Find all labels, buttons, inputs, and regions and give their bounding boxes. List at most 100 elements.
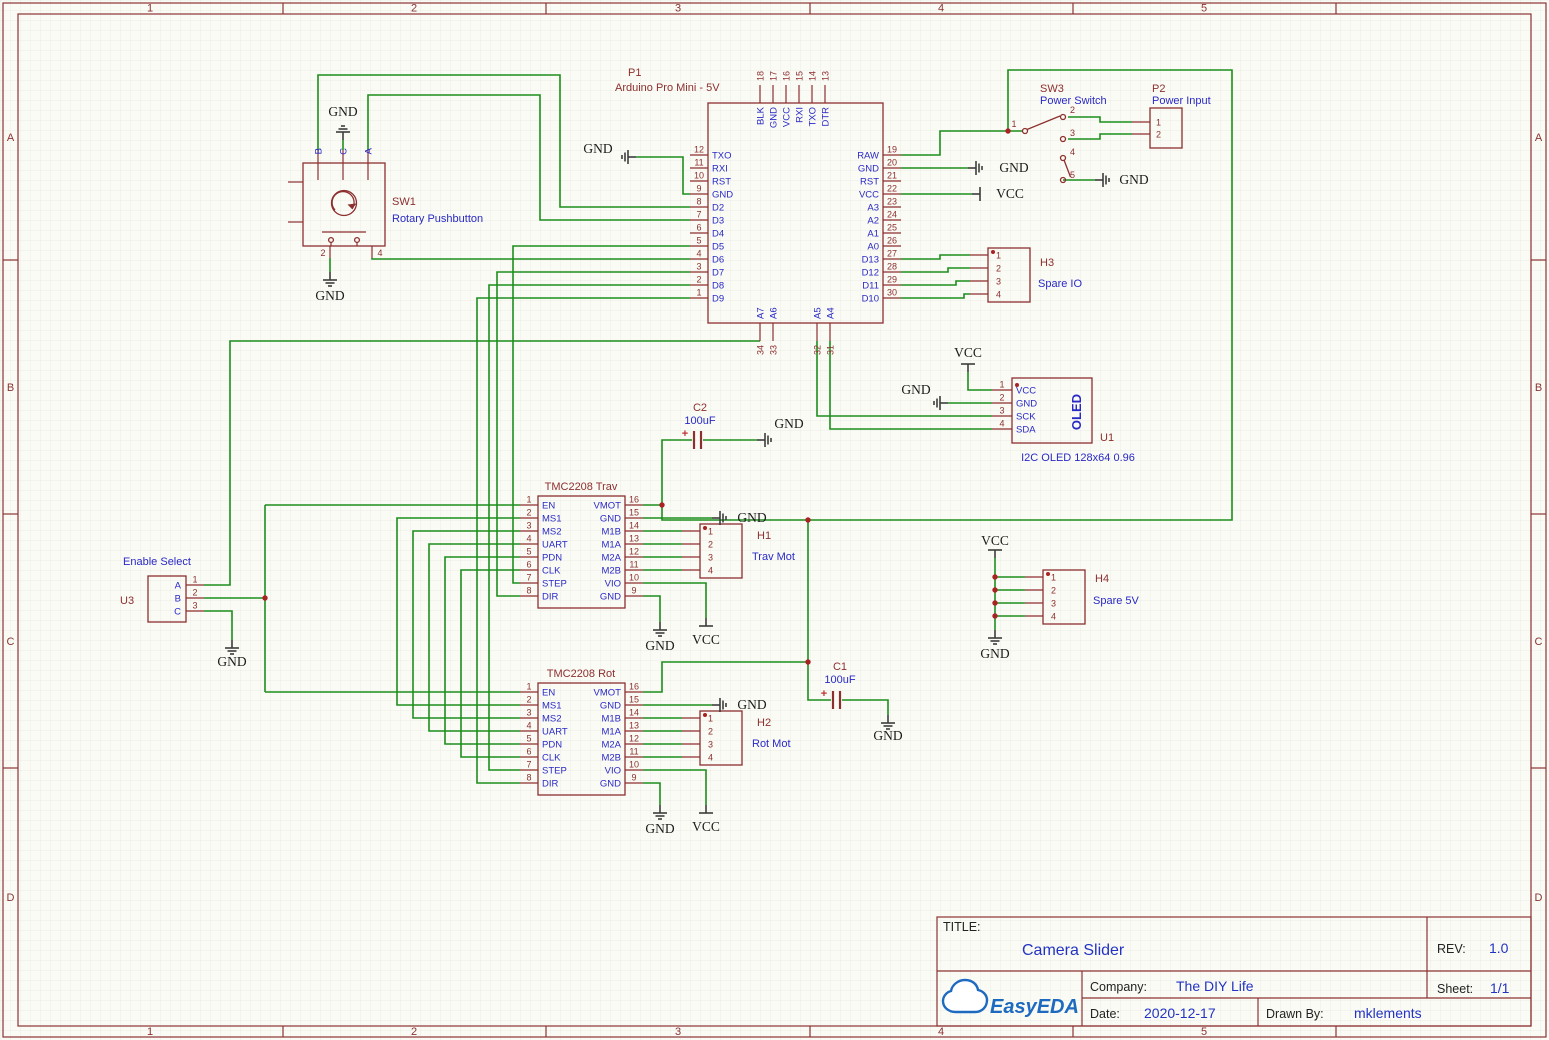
wire[interactable] — [512, 245, 690, 584]
wire[interactable] — [204, 610, 233, 640]
frame-row-label: D — [1535, 892, 1543, 904]
text-label: EN — [542, 688, 555, 699]
frame-col-label: 5 — [1201, 1026, 1207, 1038]
junction-dot — [992, 613, 998, 619]
wire[interactable] — [901, 254, 970, 260]
text-label: 23 — [887, 197, 897, 207]
wire[interactable] — [476, 297, 690, 784]
wire[interactable] — [643, 595, 661, 622]
wire[interactable] — [1068, 116, 1132, 123]
text-label: 31 — [826, 345, 836, 355]
wire[interactable] — [901, 130, 1022, 156]
text-label: 4 — [526, 721, 531, 731]
frame-row-label: A — [7, 132, 15, 144]
text-label: 5 — [526, 734, 531, 744]
wire[interactable] — [661, 439, 808, 521]
text-label: CLK — [542, 566, 561, 577]
frame-row-label: D — [7, 892, 15, 904]
net-label-gnd: GND — [583, 141, 612, 156]
text-label: 21 — [887, 171, 897, 181]
wire[interactable] — [371, 258, 690, 260]
gnd-symbol — [757, 433, 772, 447]
text-label: C — [339, 148, 350, 155]
wire[interactable] — [204, 340, 760, 586]
text-label: A1 — [867, 229, 879, 240]
oled-body-label: OLED — [1069, 394, 1084, 430]
wire[interactable] — [829, 341, 992, 430]
wire[interactable] — [496, 271, 690, 597]
wire[interactable] — [842, 699, 889, 715]
wire[interactable] — [428, 543, 520, 732]
component-u1-oled[interactable] — [1011, 377, 1093, 444]
schematic-title: Camera Slider — [1022, 942, 1125, 959]
junction-dot — [805, 517, 811, 523]
text-label: 2 — [526, 508, 531, 518]
wire[interactable] — [807, 520, 831, 701]
component-p2[interactable] — [1149, 107, 1183, 149]
wire[interactable] — [967, 372, 992, 391]
title-label: TITLE: — [943, 920, 981, 934]
text-label: VMOT — [594, 501, 622, 512]
wire[interactable] — [643, 582, 707, 618]
text-label: 2 — [192, 588, 197, 598]
component-tmc_rot[interactable] — [537, 682, 626, 796]
text-label: D6 — [712, 255, 724, 266]
component-sw1-rotary[interactable] — [302, 162, 386, 247]
component-h4[interactable] — [1042, 569, 1086, 625]
wire[interactable] — [460, 569, 520, 758]
wire[interactable] — [901, 280, 970, 286]
net-label-gnd: GND — [999, 160, 1028, 175]
wire[interactable] — [444, 556, 520, 745]
part-label: Rotary Pushbutton — [392, 213, 483, 225]
text-label: 11 — [629, 747, 638, 757]
text-label: STEP — [542, 579, 567, 590]
text-label: 9 — [631, 773, 636, 783]
text-label: 24 — [887, 210, 897, 220]
part-label: SW1 — [392, 196, 416, 208]
wire[interactable] — [367, 94, 690, 221]
component-arduino-pro-mini[interactable] — [707, 102, 884, 324]
text-label: 14 — [629, 521, 639, 531]
part-label: C1 — [833, 661, 847, 673]
wire[interactable] — [901, 293, 970, 299]
component-h3[interactable] — [987, 247, 1031, 303]
wire[interactable] — [643, 661, 808, 693]
part-label: Rot Mot — [752, 738, 791, 750]
component-u3[interactable] — [147, 575, 187, 623]
text-label: 2 — [999, 393, 1004, 403]
text-label: 20 — [887, 158, 897, 168]
wire[interactable] — [636, 156, 690, 195]
wire[interactable] — [1068, 133, 1132, 140]
wire[interactable] — [643, 769, 707, 805]
text-label: 3 — [526, 521, 531, 531]
junction-dot — [703, 526, 707, 530]
component-h1[interactable] — [699, 523, 743, 579]
net-label-gnd: GND — [873, 728, 902, 743]
component-tmc_trav[interactable] — [537, 495, 626, 609]
wire[interactable] — [412, 530, 520, 719]
component-sw3-switch[interactable] — [1021, 113, 1072, 184]
text-label: 5 — [1070, 170, 1075, 180]
wire[interactable] — [488, 284, 690, 771]
wire[interactable] — [643, 782, 661, 805]
component-h2[interactable] — [699, 710, 743, 766]
text-label: GND — [600, 514, 621, 525]
wire[interactable] — [396, 517, 520, 706]
part-label: Enable Select — [123, 556, 191, 568]
text-label: 10 — [694, 171, 704, 181]
text-label: 4 — [696, 249, 701, 259]
text-label: 3 — [526, 708, 531, 718]
gnd-symbol — [653, 622, 667, 637]
junction-dot — [992, 574, 998, 580]
text-label: TXO — [712, 151, 732, 162]
text-label: A — [364, 147, 375, 154]
wire[interactable] — [317, 74, 690, 208]
switch-contact-icon — [1059, 154, 1067, 162]
text-label: 12 — [629, 547, 639, 557]
frame-col-label: 3 — [675, 1026, 681, 1038]
wire[interactable] — [816, 341, 992, 417]
wire[interactable] — [901, 267, 970, 273]
components — [147, 85, 1183, 820]
wire[interactable] — [808, 69, 1233, 521]
